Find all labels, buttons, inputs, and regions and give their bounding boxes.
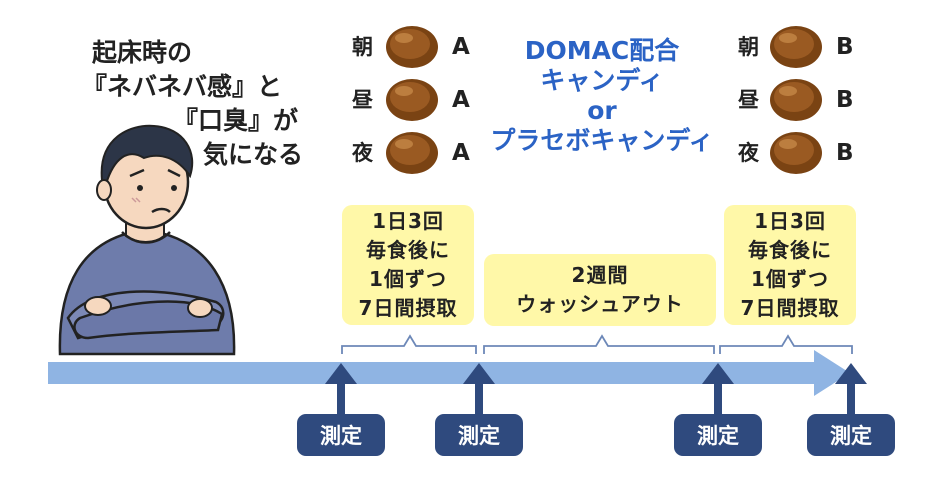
candy-icon xyxy=(386,132,438,174)
measurement-label: 測定 xyxy=(807,414,895,456)
period-brace xyxy=(719,334,853,354)
measurement-label: 測定 xyxy=(674,414,762,456)
group-label: A xyxy=(452,34,470,60)
candy-icon xyxy=(770,79,822,121)
note-line: 7日間摂取 xyxy=(740,296,840,320)
meal-label: 朝 xyxy=(738,35,759,59)
meal-label: 昼 xyxy=(738,88,759,112)
candy-icon xyxy=(770,132,822,174)
intake-note-left: 1日3回 毎食後に 1個ずつ 7日間摂取 xyxy=(342,205,474,325)
period-brace xyxy=(483,334,715,354)
meal-label: 朝 xyxy=(352,35,373,59)
washout-note: 2週間 ウォッシュアウト xyxy=(484,254,716,326)
intake-note-right: 1日3回 毎食後に 1個ずつ 7日間摂取 xyxy=(724,205,856,325)
note-line: ウォッシュアウト xyxy=(516,292,684,316)
measurement-label: 測定 xyxy=(297,414,385,456)
group-label: B xyxy=(836,34,854,60)
meal-label: 昼 xyxy=(352,88,373,112)
note-line: 7日間摂取 xyxy=(358,296,458,320)
period-brace xyxy=(341,334,477,354)
candy-type-title: DOMAC配合 キャンディ or プラセボキャンディ xyxy=(487,36,717,156)
candy-icon xyxy=(770,26,822,68)
measurement-arrow xyxy=(325,363,357,416)
measurement-arrow xyxy=(463,363,495,416)
worried-person-illustration xyxy=(58,124,236,356)
measurement-label: 測定 xyxy=(435,414,523,456)
concern-line: 『ネバネバ感』と xyxy=(82,72,283,101)
note-line: 毎食後に xyxy=(748,238,832,262)
note-line: 2週間 xyxy=(571,263,629,287)
note-line: 1日3回 xyxy=(754,209,826,233)
timeline-arrow xyxy=(48,350,850,396)
group-label: A xyxy=(452,87,470,113)
group-label: B xyxy=(836,140,854,166)
note-line: 1日3回 xyxy=(372,209,444,233)
candy-icon xyxy=(386,26,438,68)
meal-label: 夜 xyxy=(738,141,759,165)
note-line: 1個ずつ xyxy=(369,267,447,291)
note-line: 毎食後に xyxy=(366,238,450,262)
title-line: プラセボキャンディ xyxy=(490,126,714,155)
meal-label: 夜 xyxy=(352,141,373,165)
group-label: B xyxy=(836,87,854,113)
measurement-arrow xyxy=(702,363,734,416)
title-line: DOMAC配合 xyxy=(524,36,680,65)
title-line: キャンディ xyxy=(540,66,664,95)
arm-left xyxy=(73,300,224,340)
candy-icon xyxy=(386,79,438,121)
title-line: or xyxy=(587,96,617,125)
measurement-arrow xyxy=(835,363,867,416)
note-line: 1個ずつ xyxy=(751,267,829,291)
concern-line: 『口臭』が xyxy=(173,106,299,135)
concern-line: 起床時の xyxy=(92,38,193,67)
hand xyxy=(84,296,112,316)
concern-line: 気になる xyxy=(203,140,304,169)
hair xyxy=(100,124,194,186)
group-label: A xyxy=(452,140,470,166)
hand xyxy=(187,298,213,318)
